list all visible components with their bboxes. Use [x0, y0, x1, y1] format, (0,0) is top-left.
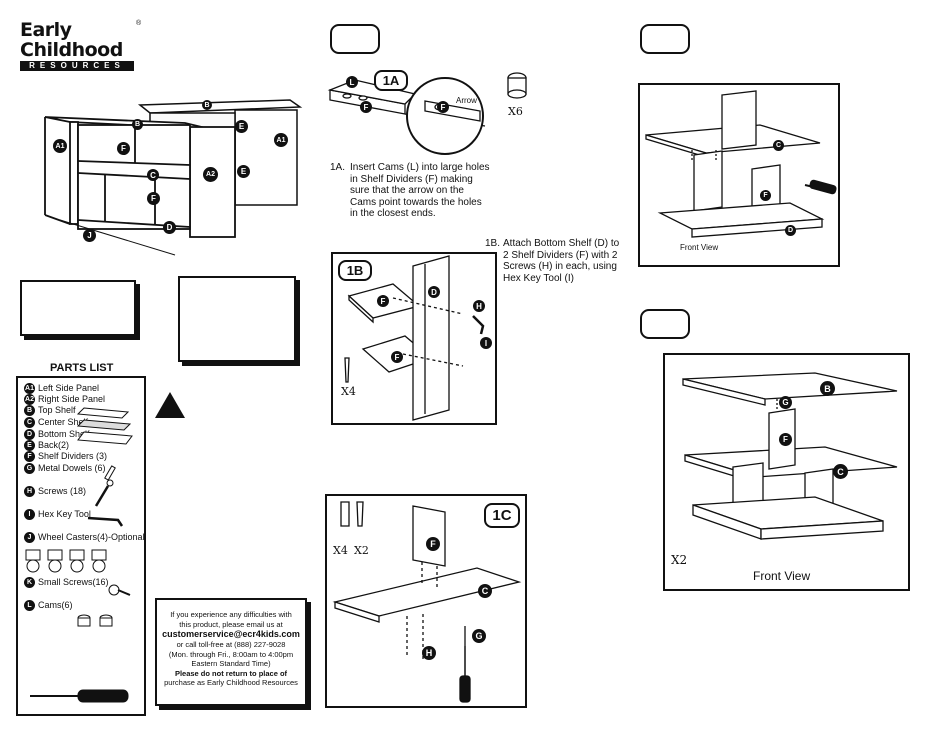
contact-line6: purchase as Early Childhood Resources [164, 678, 298, 687]
step-3-number-box [640, 309, 690, 339]
overview-label-b-back: B [202, 100, 212, 110]
step-3-panel: B G F C X2 Front View [663, 353, 910, 591]
step-1c-tag: 1C [484, 503, 520, 528]
step-1b-label-d: D [428, 286, 440, 298]
step-2-diagram [645, 90, 837, 238]
step-2-panel: C F D Front View [638, 83, 840, 267]
step-1b-label-i: I [480, 337, 492, 349]
step-1b-label-f-1: F [377, 295, 389, 307]
step-3-label-g: G [779, 396, 792, 409]
step-1b-label-f-2: F [391, 351, 403, 363]
step-1a-prefix: 1A. [330, 162, 346, 173]
step-2-number-box [640, 24, 690, 54]
step-1b-prefix: 1B. [485, 238, 501, 249]
overview-label-f-2: F [147, 192, 160, 205]
parts-illustrations [25, 407, 133, 703]
step-1a-label-f-2: F [437, 101, 449, 113]
step-1a-instructions: 1A. Insert Cams (L) into large holes in … [330, 162, 490, 220]
step-1c-label-c: C [478, 584, 492, 598]
overview-label-c: C [147, 169, 159, 181]
warning-triangle-icon [155, 392, 185, 418]
step-1b-diagram [344, 255, 485, 421]
step-3-label-f: F [779, 433, 792, 446]
step-1a-tag: 1A [374, 70, 408, 91]
step-1c-count-a: X4 [333, 544, 348, 557]
blank-note-box-1 [20, 280, 136, 336]
trademark-symbol: ® [136, 20, 142, 27]
contact-line4: (Mon. through Fri., 8:00am to 4:00pm [168, 649, 294, 659]
assembled-bookcase-diagram [44, 99, 303, 256]
overview-label-b-front: B [132, 119, 143, 130]
overview-label-d: D [163, 221, 176, 234]
step-1b-instructions: 1B. Attach Bottom Shelf (D) to 2 Shelf D… [485, 238, 620, 284]
step-1-number-box [330, 24, 380, 54]
step-1b-panel: 1B F D H I F X4 [331, 252, 497, 425]
step-1b-screw-count: X4 [341, 385, 356, 398]
step-1c-label-f: F [426, 537, 440, 551]
overview-label-e-2: E [237, 165, 250, 178]
overview-label-a2: A2 [203, 167, 218, 182]
step-2-label-f: F [760, 190, 771, 201]
step-3-label-c: C [833, 464, 848, 479]
step-1a-text: Insert Cams (L) into large holes in Shel… [350, 162, 490, 219]
contact-box: If you experience any difficulties with … [155, 598, 307, 706]
step-3-label-b: B [820, 381, 835, 396]
step-2-label-d: D [785, 225, 796, 236]
step-1b-tag: 1B [338, 260, 372, 281]
step-3-diagram [682, 372, 898, 540]
step-1a-cam-count: X6 [508, 105, 523, 118]
step-1a-arrow-label: Arrow [456, 96, 477, 105]
brand-name: Early Childhood [20, 19, 123, 61]
brand-sub: RESOURCES [20, 61, 134, 71]
contact-line3: or call toll-free at (888) 227-9028 [176, 640, 286, 649]
contact-bold1: Please do not return to place of [174, 668, 288, 678]
contact-line2: this product, please email us at [179, 619, 283, 629]
blank-note-box-2 [178, 276, 296, 362]
step-2-caption: Front View [680, 243, 719, 252]
contact-email[interactable]: customerservice@ecr4kids.com [162, 629, 300, 639]
brand-logo: Early Childhood RESOURCES ® [20, 19, 142, 71]
parts-list-title: PARTS LIST [50, 362, 114, 374]
step-1c-label-g: G [472, 629, 486, 643]
step-1c-panel: 1C X4 X2 F C G H [325, 494, 527, 708]
step-1c-label-h: H [422, 646, 436, 660]
step-1c-count-b: X2 [354, 544, 369, 557]
step-1b-label-h: H [473, 300, 485, 312]
overview-label-f-1: F [117, 142, 130, 155]
contact-line5: Eastern Standard Time) [191, 659, 271, 668]
step-3-caption: Front View [753, 569, 811, 583]
overview-label-a1-front: A1 [53, 139, 67, 153]
overview-label-j: J [83, 229, 96, 242]
step-1b-text: Attach Bottom Shelf (D) to 2 Shelf Divid… [503, 238, 620, 284]
contact-line1: If you experience any difficulties with [170, 610, 292, 619]
overview-label-a1-back: A1 [274, 133, 288, 147]
step-1a-label-f-1: F [360, 101, 372, 113]
step-1c-diagram [332, 501, 522, 703]
step-2-label-c: C [773, 140, 784, 151]
step-1a-label-l: L [346, 76, 358, 88]
overview-label-e-back: E [235, 120, 248, 133]
step-3-count: X2 [671, 553, 688, 567]
